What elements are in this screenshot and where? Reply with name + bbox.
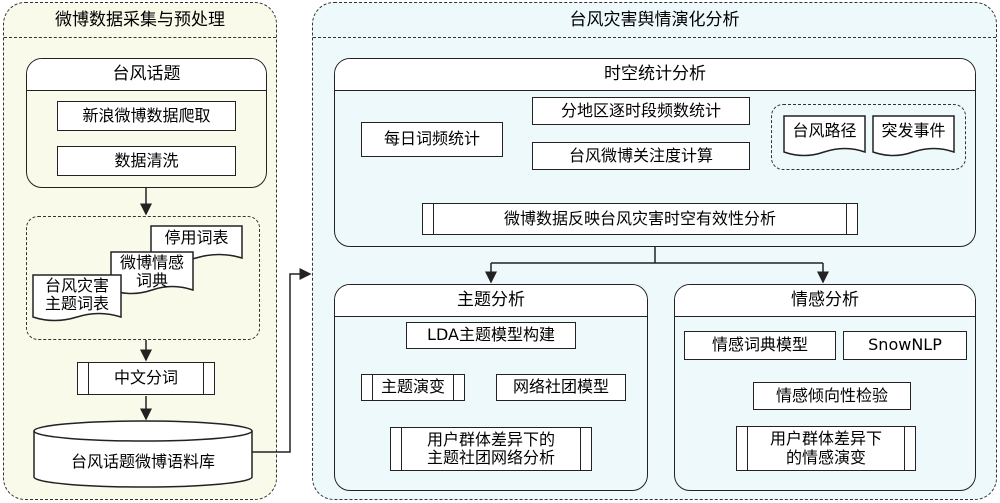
sentiment-evolution-result-box: 用户群体差异下 的情感演变: [736, 426, 916, 471]
topic-community-result-box: 用户群体差异下的 主题社团网络分析: [390, 427, 592, 471]
typhoon-topic-doc-shape: [32, 274, 122, 322]
sentiment-dict-doc-label: 微博情感 词典: [119, 253, 184, 291]
emergency-event-doc: 突发事件: [872, 115, 955, 159]
attention-calc-box: 台风微博关注度计算: [532, 142, 750, 170]
right-panel-title: 台风灾害舆情演化分析: [313, 3, 996, 38]
corpus-label: 台风话题微博语料库: [70, 452, 215, 471]
lda-model-box: LDA主题模型构建: [406, 322, 576, 349]
typhoon-topic-doc: 台风灾害 主题词表: [32, 274, 122, 324]
typhoon-path-doc-shape: [783, 115, 866, 157]
daily-word-freq-box: 每日词频统计: [361, 122, 503, 157]
regional-freq-box: 分地区逐时段频数统计: [532, 97, 750, 125]
corpus-cylinder-shape: [33, 420, 253, 488]
validity-analysis-box: 微博数据反映台风灾害时空有效性分析: [422, 203, 858, 235]
topic-analysis-title: 主题分析: [335, 285, 647, 317]
sentiment-tendency-box: 情感倾向性检验: [753, 382, 911, 410]
sentiment-dict-doc: 微博情感 词典: [110, 251, 194, 297]
external-factors-group: [771, 104, 966, 170]
spatiotemporal-title: 时空统计分析: [335, 59, 975, 91]
topic-evolution-box: 主题演变: [361, 374, 465, 401]
sentiment-dict-model-box: 情感词典模型: [684, 331, 836, 360]
snownlp-box: SnowNLP: [843, 331, 967, 360]
left-panel-title: 微博数据采集与预处理: [4, 3, 276, 38]
emergency-event-doc-shape: [872, 115, 955, 157]
typhoon-path-label: 台风路径: [792, 121, 857, 140]
typhoon-topic-doc-label: 台风灾害 主题词表: [44, 276, 109, 314]
network-community-box: 网络社团模型: [496, 374, 626, 401]
topic-box-title: 台风话题: [27, 59, 266, 91]
segmentation-box: 中文分词: [77, 362, 215, 395]
data-cleaning-box: 数据清洗: [57, 146, 236, 176]
corpus-cylinder: 台风话题微博语料库: [32, 419, 254, 491]
sentiment-analysis-title: 情感分析: [675, 285, 975, 317]
dictionary-group: [26, 216, 260, 340]
stopword-doc-label: 停用词表: [164, 228, 229, 247]
weibo-crawl-box: 新浪微博数据爬取: [57, 101, 236, 131]
typhoon-path-doc: 台风路径: [783, 115, 866, 159]
emergency-event-label: 突发事件: [881, 121, 946, 140]
